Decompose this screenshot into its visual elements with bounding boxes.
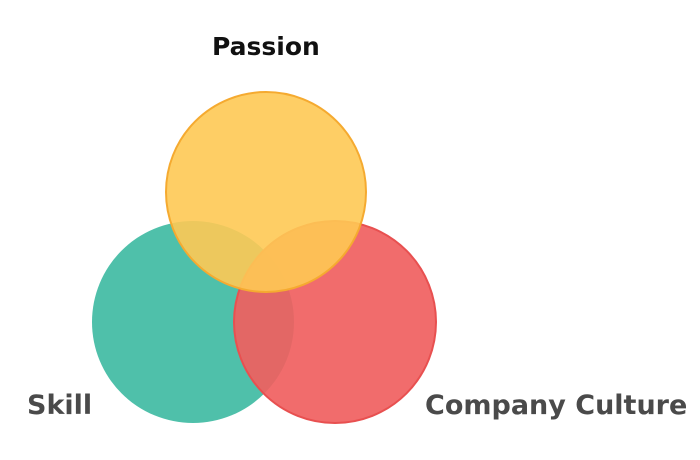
- company-culture-label: Company Culture: [425, 390, 688, 421]
- skill-label: Skill: [27, 390, 93, 421]
- passion-label: Passion: [212, 32, 320, 61]
- passion-circle: [165, 91, 367, 293]
